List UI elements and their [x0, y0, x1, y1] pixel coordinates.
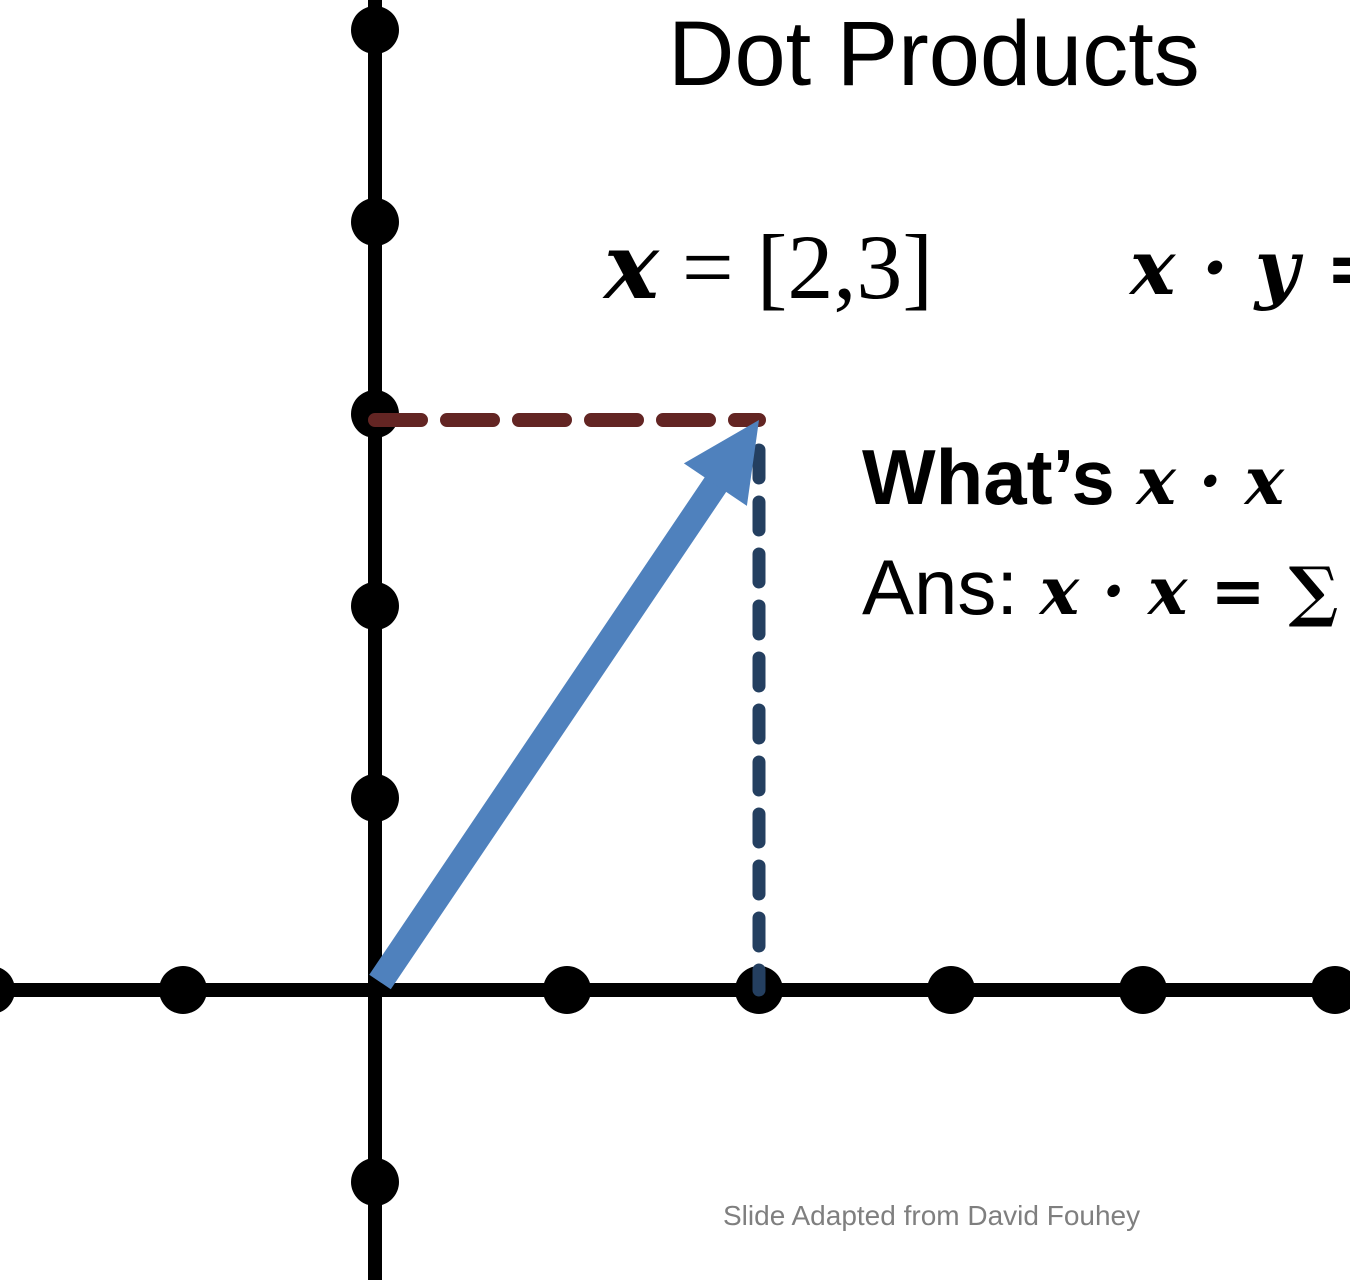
y-axis-tick-1 [351, 774, 399, 822]
question-line: What’s x · x [862, 438, 1284, 516]
x-axis-tick-3 [927, 966, 975, 1014]
vector-arrow-group [369, 420, 759, 990]
y-axis-tick--1 [351, 1158, 399, 1206]
x-axis-tick-5 [1311, 966, 1350, 1014]
slide-credit: Slide Adapted from David Fouhey [723, 1200, 1141, 1231]
vector-definition: x = [2,3] [604, 220, 933, 313]
x-axis-tick--2 [0, 967, 15, 1013]
answer-label: Ans: [862, 543, 1019, 631]
y-axis-tick-4 [351, 198, 399, 246]
question-expression: x · x [1136, 442, 1285, 520]
vector-arrow-shaft [369, 474, 729, 990]
axis-ticks [0, 6, 1350, 1206]
x-axis-tick--1 [159, 966, 207, 1014]
x-axis-tick-4 [1119, 966, 1167, 1014]
x-axis-tick-1 [543, 966, 591, 1014]
vector-values: [2,3] [756, 216, 934, 318]
answer-line: Ans: x · x = ∑ [862, 548, 1338, 626]
vector-arrow-head [683, 420, 759, 506]
question-label: What’s [862, 433, 1115, 521]
dot-product-formula: x · y = [1130, 230, 1350, 307]
answer-expression: x · x = ∑ [1039, 552, 1339, 630]
vector-symbol: x [604, 212, 659, 320]
dot-product-lhs: x · y = [1130, 223, 1350, 312]
y-axis-tick-5 [351, 6, 399, 54]
projections [368, 413, 766, 997]
equals-sign: = [658, 216, 757, 318]
slide-title: Dot Products [668, 3, 1200, 105]
y-axis-tick-2 [351, 582, 399, 630]
